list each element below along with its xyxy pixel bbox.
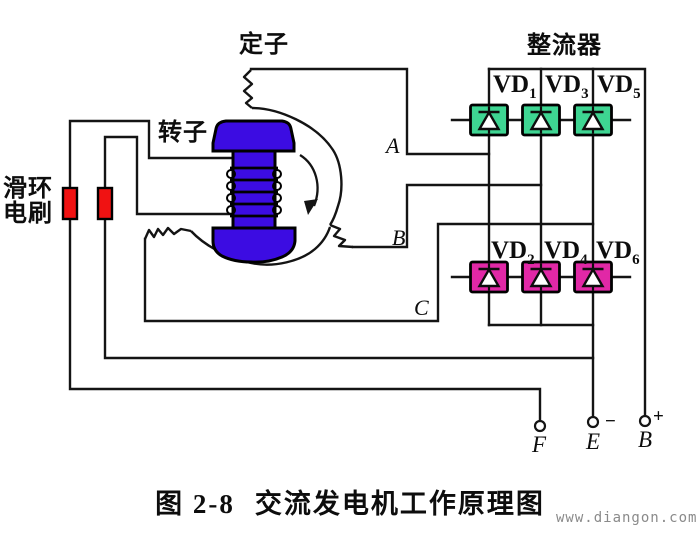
wiring bbox=[68, 67, 647, 423]
wire-brush-right-to-e bbox=[103, 217, 595, 360]
stator-coil-right-zigzag bbox=[329, 223, 354, 249]
figure-number: 图 2-8 bbox=[155, 489, 235, 519]
vd1-text: VD bbox=[493, 71, 530, 98]
figure-caption: 图 2-8 交流发电机工作原理图 bbox=[0, 482, 700, 521]
rotor-bottom-flange bbox=[211, 226, 297, 264]
brush-right bbox=[96, 186, 114, 221]
figure-title: 交流发电机工作原理图 bbox=[254, 489, 545, 519]
vd2-text: VD bbox=[491, 237, 528, 264]
slip-ring-label-line2: 电刷 bbox=[3, 201, 53, 227]
terminal-circle-f bbox=[533, 419, 547, 433]
vd6-text: VD bbox=[596, 237, 633, 264]
stator-coil-top-zigzag bbox=[242, 69, 254, 109]
terminal-circle-e bbox=[586, 415, 600, 429]
terminal-circle-b bbox=[638, 414, 652, 428]
wire-bottom-bus-to-e bbox=[487, 323, 595, 419]
diode-label-vd6: VD6 bbox=[596, 237, 640, 268]
phase-a-label: A bbox=[386, 133, 400, 158]
vd3-text: VD bbox=[545, 71, 582, 98]
diode-label-vd5: VD5 bbox=[597, 71, 641, 102]
brush-left bbox=[61, 186, 79, 221]
vd4-sub: 4 bbox=[580, 252, 588, 268]
diode-label-vd1: VD1 bbox=[493, 71, 537, 102]
vd1-sub: 1 bbox=[529, 86, 537, 102]
rectifier-label: 整流器 bbox=[527, 33, 602, 59]
terminal-f-label: F bbox=[532, 432, 547, 457]
phase-c-label: C bbox=[414, 295, 429, 320]
rotor-top-flange bbox=[211, 119, 296, 153]
rotor-coil bbox=[226, 166, 282, 218]
slip-ring-label-line1: 滑环 bbox=[3, 176, 53, 202]
wire-phase-a bbox=[249, 67, 491, 156]
slip-ring-brush-label: 滑环 电刷 bbox=[3, 177, 53, 227]
stator-arc-right bbox=[251, 106, 343, 226]
rotor-label: 转子 bbox=[158, 120, 208, 146]
watermark-url: www.diangon.com bbox=[556, 510, 698, 526]
vd4-text: VD bbox=[544, 237, 581, 264]
wire-phase-b bbox=[351, 183, 543, 249]
slip-ring-brushes bbox=[61, 186, 114, 221]
terminal-b-label: B bbox=[638, 427, 653, 452]
stator-label: 定子 bbox=[239, 32, 289, 58]
vd5-sub: 5 bbox=[633, 86, 641, 102]
terminals bbox=[533, 414, 652, 433]
wire-brush-left-to-f bbox=[68, 217, 542, 423]
diode-label-vd3: VD3 bbox=[545, 71, 589, 102]
diode-label-vd4: VD4 bbox=[544, 237, 588, 268]
stator-coil-left-zigzag bbox=[143, 226, 192, 240]
vd5-text: VD bbox=[597, 71, 634, 98]
phase-b-label: B bbox=[392, 225, 406, 250]
diode-label-vd2: VD2 bbox=[491, 237, 535, 268]
plus-sign: + bbox=[653, 406, 664, 427]
wire-field-bottom bbox=[103, 135, 235, 216]
vd3-sub: 3 bbox=[581, 86, 589, 102]
terminal-e-label: E bbox=[586, 429, 601, 454]
vd6-sub: 6 bbox=[632, 252, 640, 268]
rotor-assembly bbox=[211, 119, 297, 264]
vd2-sub: 2 bbox=[527, 252, 535, 268]
wire-field-top bbox=[68, 119, 235, 191]
rotation-arrow-icon bbox=[299, 154, 319, 215]
minus-sign: − bbox=[605, 411, 616, 432]
